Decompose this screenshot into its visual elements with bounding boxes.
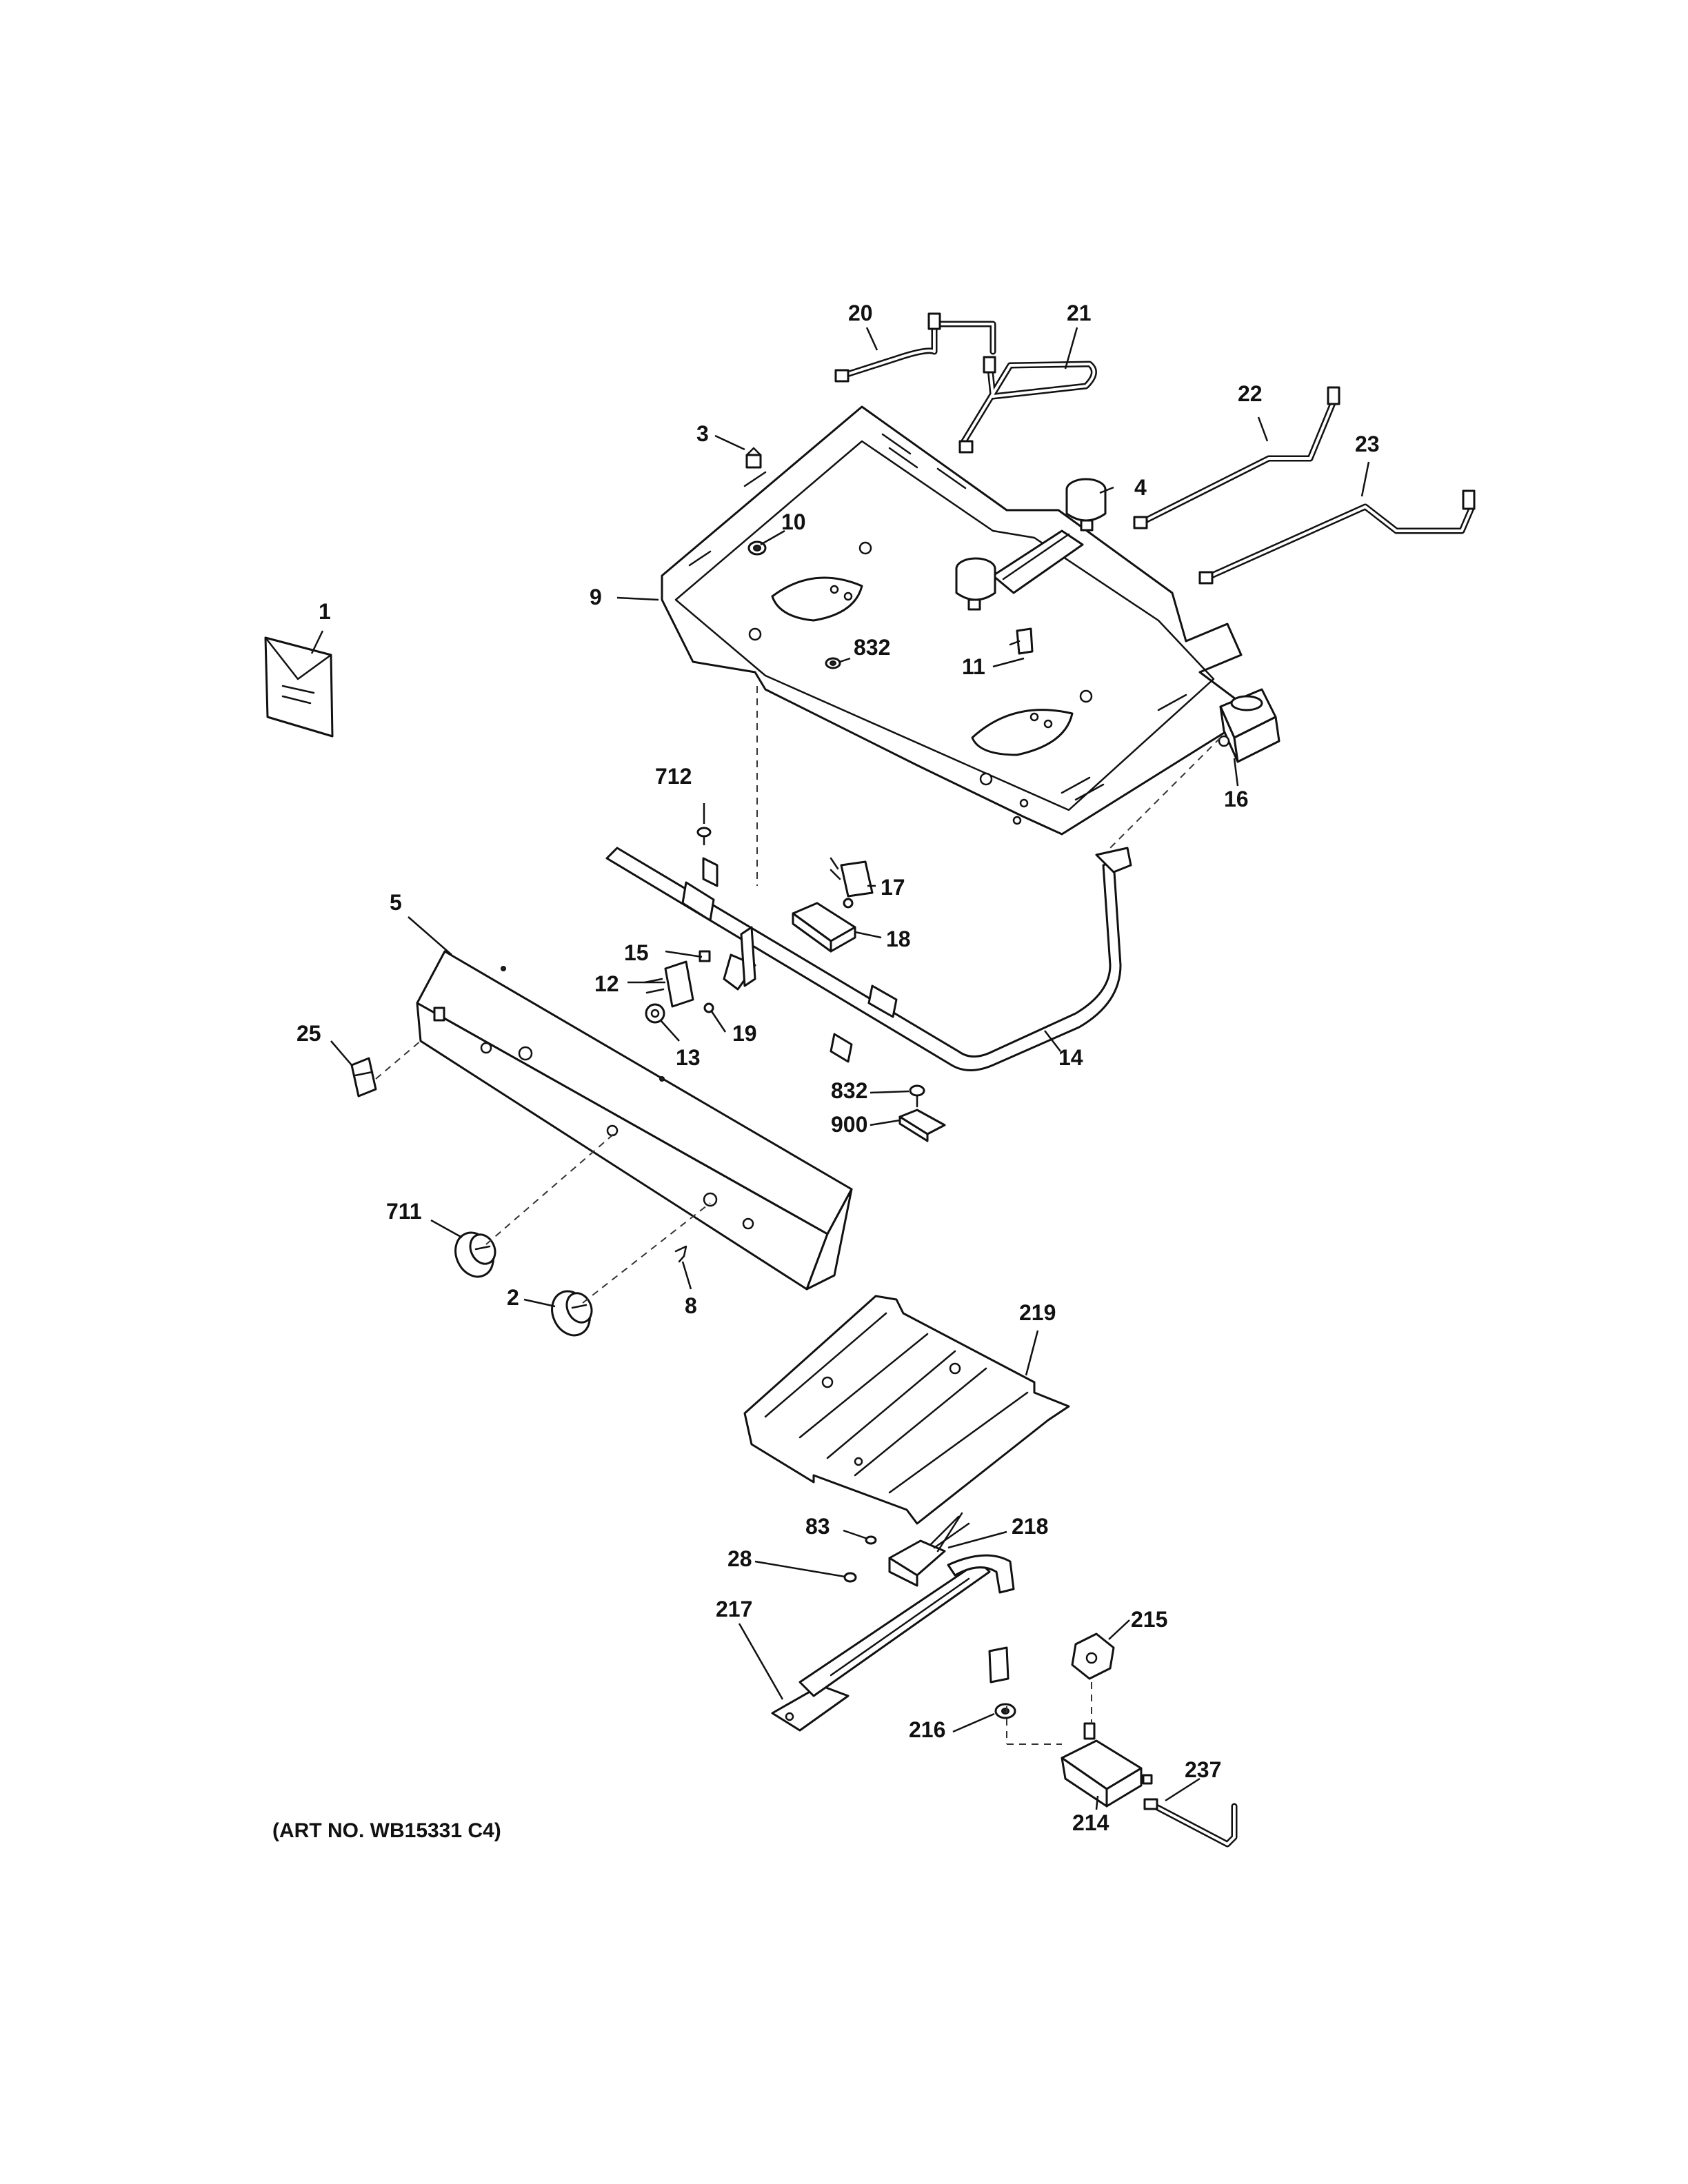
part-17-ignition-switch[interactable] [830,857,874,909]
part-28-screw[interactable] [843,1572,857,1583]
callout-214: 214 [1072,1810,1109,1835]
assembly-lines [375,686,1221,1745]
callout-9: 9 [590,585,602,609]
part-12-burner-valve[interactable] [643,926,756,1008]
part-214-safety-valve[interactable] [1061,1722,1153,1808]
part-712-screw[interactable] [696,827,712,846]
leader-lines [310,327,1370,1810]
part-217-oven-burner[interactable] [771,1554,1015,1732]
part-21-burner-tube[interactable] [958,356,1097,454]
callout-12: 12 [594,971,619,996]
callout-11: 11 [962,654,985,679]
callout-832-top: 832 [854,635,890,660]
part-1-literature-envelope[interactable] [264,636,334,738]
callout-900: 900 [831,1112,867,1137]
callout-218: 218 [1012,1514,1048,1539]
callout-23: 23 [1355,432,1380,456]
callout-8: 8 [685,1293,697,1318]
callout-832-lower: 832 [831,1078,867,1103]
part-219-heat-shield[interactable] [743,1295,1070,1525]
callout-14: 14 [1058,1045,1083,1070]
callout-83: 83 [805,1514,830,1539]
callout-712: 712 [655,764,692,789]
callout-21: 21 [1067,301,1092,325]
callout-2: 2 [507,1285,519,1310]
part-3-nut[interactable] [745,447,762,469]
part-832-screw-lower[interactable] [909,1084,925,1108]
part-5-manifold-panel[interactable] [416,950,853,1291]
part-832-screw-top[interactable] [825,657,841,669]
part-25-clip[interactable] [350,1057,377,1098]
part-19-screw[interactable] [703,1002,714,1013]
callout-5: 5 [390,890,402,915]
part-20-burner-tube[interactable] [834,312,996,383]
callout-25: 25 [297,1021,321,1046]
callout-1: 1 [319,599,331,624]
callout-28: 28 [727,1546,752,1571]
part-18-spark-module[interactable] [792,902,856,953]
part-218-igniter-harness[interactable] [888,1512,970,1587]
callout-18: 18 [886,927,911,951]
part-13-knob-adapter[interactable] [645,1003,665,1024]
part-14-manifold-pipe[interactable] [605,847,1132,1071]
callout-215: 215 [1131,1607,1167,1632]
part-2-knob[interactable] [545,1285,596,1342]
callout-16: 16 [1224,787,1249,811]
callout-10: 10 [781,509,806,534]
callout-711: 711 [386,1199,422,1224]
callout-15: 15 [624,940,649,965]
callout-237: 237 [1185,1757,1221,1782]
callout-13: 13 [676,1045,701,1070]
callout-3: 3 [696,421,709,446]
callout-17: 17 [881,875,905,900]
callout-219: 219 [1019,1300,1056,1325]
part-900-bracket[interactable] [898,1109,946,1142]
part-8-spring-clip[interactable] [674,1245,687,1263]
part-11-bracket[interactable] [1009,627,1034,655]
part-83-screw[interactable] [865,1535,877,1545]
art-number-caption: (ART NO. WB15331 C4) [272,1819,501,1842]
part-23-burner-tube[interactable] [1198,489,1476,585]
part-215-bracket[interactable] [1071,1632,1115,1680]
part-16-pressure-regulator[interactable] [1218,688,1280,763]
callout-217: 217 [716,1597,752,1621]
part-4-burner-valve[interactable] [955,478,1107,611]
callout-22: 22 [1238,381,1263,406]
part-237-tube[interactable] [1143,1798,1238,1848]
callout-4: 4 [1134,475,1147,500]
callout-19: 19 [732,1021,757,1046]
part-22-burner-tube[interactable] [1133,386,1340,529]
callout-216: 216 [909,1717,945,1742]
callout-labels: 1 20 21 3 4 10 9 832 22 23 11 16 712 17 … [297,301,1380,1835]
callout-20: 20 [848,301,873,325]
part-216-orifice[interactable] [988,1646,1016,1719]
part-9-burner-box[interactable] [661,405,1256,836]
